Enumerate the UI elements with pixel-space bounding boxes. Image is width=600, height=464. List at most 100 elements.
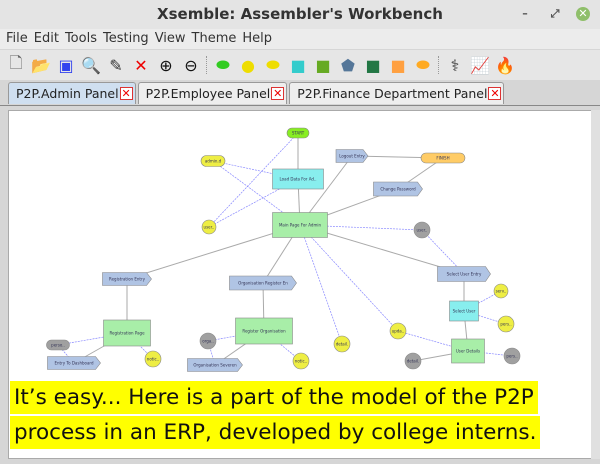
edge-detail1-main_page	[299, 224, 343, 345]
caption-line-2: process in an ERP, developed by college …	[10, 416, 541, 449]
node-admin-d[interactable]: admin.d	[200, 155, 226, 167]
zoom-in-icon[interactable]: ⊕	[159, 55, 173, 75]
add-finish-icon[interactable]: ⬬	[416, 55, 430, 74]
edge-main_page-user2	[299, 224, 423, 232]
close-button[interactable]: ✕	[576, 7, 590, 21]
window-title: Xsemble: Assembler's Workbench	[157, 5, 443, 23]
node-label: Logout Entry	[339, 154, 365, 159]
toolbar-separator	[438, 56, 440, 74]
menu-view[interactable]: View	[154, 31, 186, 46]
node-change-pw[interactable]: Change Password	[373, 181, 423, 197]
node-user-details[interactable]: User Details	[451, 338, 485, 364]
menu-edit[interactable]: Edit	[33, 31, 59, 46]
node-detail1[interactable]: detail.	[333, 335, 351, 353]
stethoscope-icon[interactable]: ⚕	[450, 55, 460, 75]
menu-testing[interactable]: Testing	[102, 31, 149, 46]
add-data-group-icon[interactable]: ⬬	[266, 55, 280, 74]
add-entry-icon[interactable]: ⬟	[341, 55, 355, 75]
node-label: User Details	[456, 349, 480, 354]
node-pers1[interactable]: pers..	[497, 315, 515, 333]
node-label: user..	[417, 228, 428, 233]
edge-user2-select_user_entry	[421, 229, 465, 275]
new-file-icon[interactable]: 🗋	[9, 52, 23, 72]
add-page-icon[interactable]: ■	[315, 55, 331, 75]
node-user2[interactable]: user..	[413, 221, 431, 239]
node-select-user-entry[interactable]: Select User Entry	[437, 266, 491, 282]
menu-help[interactable]: Help	[242, 31, 273, 46]
node-label: Registration Entry	[109, 277, 146, 282]
node-label: serv..	[496, 289, 507, 294]
chart-icon[interactable]: 📈	[470, 55, 490, 75]
delete-icon[interactable]: ✕	[134, 55, 148, 75]
node-label: detail.	[336, 342, 349, 347]
node-label: notic..	[295, 359, 307, 364]
node-detail2[interactable]: detail.	[404, 352, 422, 370]
node-select-user[interactable]: Select User	[449, 300, 479, 322]
node-main-page[interactable]: Main Page For Admin	[272, 212, 328, 238]
search-icon[interactable]: 🔍	[81, 55, 101, 75]
minimize-button[interactable]: –	[522, 7, 528, 20]
node-label: Select User Entry	[447, 272, 482, 277]
tab-p2p-finance-department-panel[interactable]: P2P.Finance Department Panel✕	[289, 82, 505, 104]
node-finish[interactable]: FINISH	[420, 152, 466, 164]
close-tab-icon[interactable]: ✕	[271, 87, 285, 100]
node-reg-entry[interactable]: Registration Entry	[102, 272, 152, 286]
node-register-org[interactable]: Register Organisation	[235, 317, 293, 345]
add-start-icon[interactable]: ⬬	[216, 55, 230, 74]
node-org-sev[interactable]: Organisation Severen	[187, 358, 243, 372]
node-notic1[interactable]: notic..	[144, 350, 162, 368]
node-label: FINISH	[436, 156, 449, 161]
node-user1[interactable]: user..	[201, 219, 217, 235]
fire-icon[interactable]: 🔥	[495, 55, 515, 75]
tab-label: P2P.Finance Department Panel	[297, 85, 488, 101]
node-serv[interactable]: serv..	[493, 283, 509, 299]
caption-line-1: It’s easy... Here is a part of the model…	[10, 381, 538, 414]
node-upda[interactable]: upda..	[389, 322, 407, 340]
node-label: notic..	[147, 357, 159, 362]
menu-bar: File Edit Tools Testing View Theme Help	[0, 29, 600, 49]
node-orga[interactable]: orga..	[199, 332, 217, 350]
menu-file[interactable]: File	[6, 31, 28, 46]
node-entry-to[interactable]: Entry To Dashboard	[47, 356, 101, 370]
close-tab-icon[interactable]: ✕	[119, 87, 133, 100]
menu-tools[interactable]: Tools	[64, 31, 97, 46]
save-icon[interactable]: ▣	[58, 55, 74, 75]
node-label: Load Data For Ad..	[280, 177, 317, 182]
node-org-reg-entry[interactable]: Organisation Register En	[229, 275, 297, 291]
node-label: perso..	[51, 343, 65, 348]
menu-theme[interactable]: Theme	[191, 31, 237, 46]
node-pers2[interactable]: pers..	[503, 347, 521, 365]
add-process-icon[interactable]: ■	[290, 55, 306, 75]
maximize-button[interactable]: ⤢	[550, 7, 560, 20]
tab-p2p-admin-panel[interactable]: P2P.Admin Panel✕	[8, 82, 136, 104]
node-label: orga..	[202, 339, 214, 344]
add-data-icon[interactable]: ●	[241, 55, 255, 75]
window-title-bar: Xsemble: Assembler's Workbench – ⤢ ✕	[0, 0, 600, 29]
node-label: Organisation Register En	[238, 281, 288, 286]
toolbar-separator	[206, 56, 208, 74]
add-board-icon[interactable]: ■	[365, 55, 381, 75]
node-notic2[interactable]: notic..	[292, 352, 310, 370]
node-label: upda..	[392, 329, 405, 334]
node-label: Organisation Severen	[193, 363, 237, 368]
tab-p2p-employee-panel[interactable]: P2P.Employee Panel✕	[137, 82, 288, 104]
add-stack-icon[interactable]: ■	[390, 55, 406, 75]
node-label: user..	[204, 225, 215, 230]
node-label: pers..	[500, 322, 511, 327]
node-logout[interactable]: Logout Entry	[335, 149, 369, 163]
edge-main_page-reg_entry	[126, 224, 301, 281]
edge-load_data-admin_d	[212, 159, 299, 180]
node-perso[interactable]: perso..	[46, 339, 70, 351]
node-start[interactable]: START	[286, 127, 310, 139]
node-load-data[interactable]: Load Data For Ad..	[272, 168, 324, 190]
vertical-scrollbar[interactable]	[591, 110, 600, 459]
zoom-out-icon[interactable]: ⊖	[184, 55, 198, 75]
node-reg-page[interactable]: Registration Page	[103, 319, 151, 347]
toolbar: 🗋 📂 ▣ 🔍 ✎ ✕ ⊕ ⊖ ⬬ ● ⬬ ■ ■ ⬟ ■ ■ ⬬ ⚕ 📈🔥	[0, 50, 600, 80]
caption-overlay: It’s easy... Here is a part of the model…	[10, 381, 541, 451]
open-folder-icon[interactable]: 📂	[31, 55, 51, 75]
pencil-icon[interactable]: ✎	[109, 55, 123, 75]
close-tab-icon[interactable]: ✕	[488, 87, 502, 100]
edge-reg_page-perso	[57, 332, 128, 347]
